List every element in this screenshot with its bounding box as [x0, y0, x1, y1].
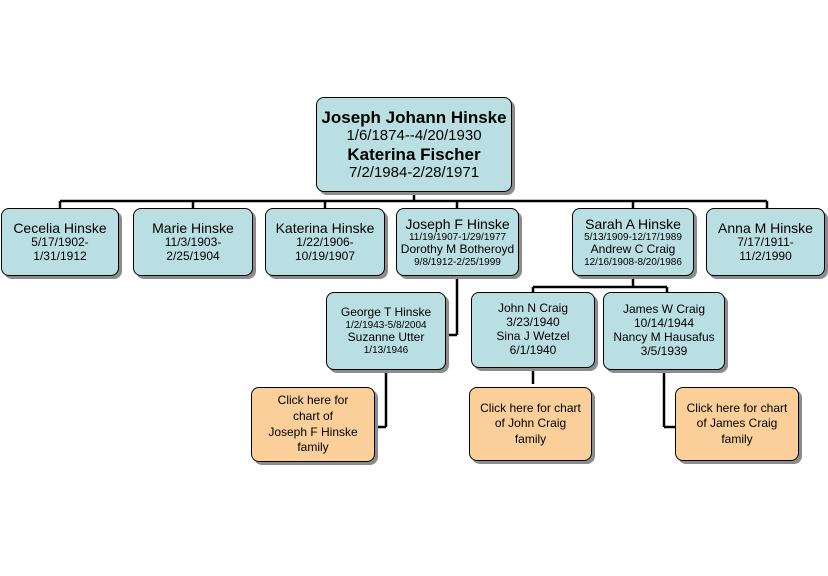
root-dates-1: 1/6/1874--4/20/1930	[346, 127, 482, 145]
grandchild-name: John N Craig	[497, 301, 569, 316]
grandchild-line: 3/5/1939	[640, 343, 688, 358]
link-text: family	[514, 431, 547, 446]
child-box-cecelia: Cecelia Hinske 5/17/1902- 1/31/1912	[1, 208, 119, 276]
grandchild-line: 10/14/1944	[633, 316, 695, 331]
link-text: Joseph F Hinske	[268, 424, 358, 439]
grandchild-box-george: George T Hinske 1/2/1943-5/8/2004 Suzann…	[326, 292, 446, 370]
grandchild-name: James W Craig	[622, 302, 705, 317]
grandchild-line: 1/13/1946	[363, 344, 409, 356]
child-line: 12/16/1908-8/20/1986	[584, 256, 682, 268]
grandchild-box-james: James W Craig 10/14/1944 Nancy M Hausafu…	[603, 292, 725, 370]
child-line: 11/19/1907-1/29/1977	[408, 231, 507, 243]
root-name-1: Joseph Johann Hinske	[321, 107, 507, 127]
child-line: 7/17/1911-	[737, 235, 794, 250]
link-text: family	[721, 431, 753, 446]
chart-link-james-craig[interactable]: Click here for chart of James Craig fami…	[675, 387, 799, 461]
child-spouse: Andrew C Craig	[590, 242, 676, 257]
child-line: 9/8/1912-2/25/1999	[414, 256, 501, 268]
root-name-2: Katerina Fischer	[347, 144, 481, 164]
child-spouse: Dorothy M Botheroyd	[400, 242, 515, 257]
link-text: of John Craig	[494, 416, 567, 431]
root-dates-2: 7/2/1984-2/28/1971	[348, 164, 480, 182]
grandchild-line: 1/2/1943-5/8/2004	[345, 319, 427, 331]
grandchild-line: 3/23/1940	[506, 315, 560, 330]
chart-link-john-craig[interactable]: Click here for chart of John Craig famil…	[469, 387, 592, 461]
link-text: Click here for	[277, 393, 349, 408]
grandchild-spouse: Suzanne Utter	[347, 330, 425, 344]
child-line: 5/13/1909-12/17/1989	[584, 231, 682, 243]
child-box-joseph-f: Joseph F Hinske 11/19/1907-1/29/1977 Dor…	[396, 208, 519, 276]
link-text: of James Craig	[696, 416, 778, 431]
link-text: chart of	[292, 408, 334, 423]
child-name: Katerina Hinske	[275, 220, 375, 237]
chart-link-joseph-f-hinske[interactable]: Click here for chart of Joseph F Hinske …	[251, 387, 375, 462]
child-line: 2/25/1904	[166, 249, 220, 264]
link-text: family	[297, 440, 329, 455]
child-name: Joseph F Hinske	[405, 215, 510, 232]
child-box-marie: Marie Hinske 11/3/1903- 2/25/1904	[133, 208, 253, 276]
child-line: 5/17/1902-	[31, 235, 89, 250]
grandchild-spouse: Nancy M Hausafus	[613, 330, 715, 344]
child-line: 1/22/1906-	[296, 235, 354, 250]
child-name: Sarah A Hinske	[585, 215, 681, 232]
child-name: Cecelia Hinske	[13, 220, 107, 237]
grandchild-line: 6/1/1940	[509, 342, 557, 357]
grandchild-box-john: John N Craig 3/23/1940 Sina J Wetzel 6/1…	[471, 292, 595, 368]
link-text: Click here for chart	[686, 400, 788, 415]
child-name: Anna M Hinske	[718, 220, 813, 237]
child-box-sarah: Sarah A Hinske 5/13/1909-12/17/1989 Andr…	[572, 208, 694, 276]
child-line: 11/2/1990	[739, 249, 792, 264]
link-text: Click here for chart	[480, 400, 581, 415]
grandchild-spouse: Sina J Wetzel	[496, 329, 570, 343]
child-box-anna: Anna M Hinske 7/17/1911- 11/2/1990	[706, 208, 825, 276]
root-couple-box: Joseph Johann Hinske 1/6/1874--4/20/1930…	[316, 97, 512, 192]
child-line: 10/19/1907	[294, 249, 356, 264]
child-box-katerina: Katerina Hinske 1/22/1906- 10/19/1907	[265, 208, 385, 276]
grandchild-name: George T Hinske	[340, 304, 432, 319]
child-line: 1/31/1912	[33, 249, 87, 264]
child-name: Marie Hinske	[152, 220, 234, 237]
child-line: 11/3/1903-	[164, 235, 222, 250]
